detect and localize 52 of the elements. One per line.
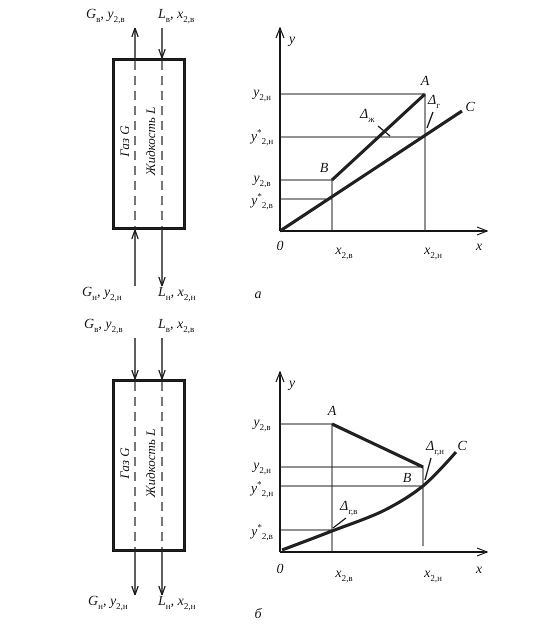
axis-label: B	[320, 162, 328, 176]
column-box	[112, 379, 186, 552]
leader-line	[424, 458, 432, 480]
stream-label: L$_{в}$, x$_{2,в}$	[156, 8, 196, 24]
delta-label: Δ$_{г,в}$	[338, 500, 358, 516]
flow-arrow	[158, 28, 166, 59]
axis-label: x$_{2,в}$	[335, 244, 353, 260]
axis-label: 0	[276, 563, 284, 577]
axis-label: y$_{2,н}$	[253, 86, 271, 102]
leader-line	[426, 112, 434, 128]
delta-label: Δ$_{г,н}$	[424, 440, 445, 456]
leader-line	[332, 517, 346, 529]
column-text: Газ G	[117, 446, 133, 478]
stream-label: L$_{н}$, x$_{2,н}$	[156, 595, 196, 611]
axis-label: а	[254, 288, 262, 302]
axis-label: б	[254, 608, 262, 622]
axis-label: x	[476, 240, 482, 254]
column-box	[112, 58, 186, 230]
axis-label: C	[457, 440, 467, 454]
flow-arrow	[158, 230, 166, 287]
axis-label: 0	[276, 240, 284, 254]
axis-label: A	[328, 405, 336, 419]
flow-arrow	[131, 552, 139, 596]
stream-label: L$_{н}$, x$_{2,н}$	[156, 286, 196, 302]
stream-label: G$_{н}$, y$_{2,н}$	[87, 595, 129, 611]
column-text: Газ G	[117, 125, 133, 157]
axis-label: x$_{2,в}$	[335, 567, 353, 583]
axis-label: x$_{2,н}$	[424, 244, 442, 260]
stream-label: G$_{н}$, y$_{2,н}$	[81, 286, 123, 302]
flow-arrow	[131, 338, 139, 380]
axis-label: A	[420, 75, 430, 89]
stream-label: G$_{в}$, y$_{2,в}$	[83, 318, 124, 334]
axis-label: B	[402, 472, 412, 486]
delta-label: Δ$_{ж}$	[358, 108, 376, 124]
axis-label: x$_{2,н}$	[424, 567, 442, 583]
stream-label: L$_{в}$, x$_{2,в}$	[156, 318, 196, 334]
axis-label: y$_{2,в}$	[253, 172, 271, 188]
column-text: Жидкость L	[143, 106, 159, 176]
flow-arrow	[131, 229, 139, 286]
axis-label: x	[476, 563, 482, 577]
axis-label: C	[465, 101, 475, 115]
flow-arrow	[158, 552, 166, 596]
axis-label: y$_{2,в}$	[253, 416, 271, 432]
stream-label: G$_{в}$, y$_{2,в}$	[85, 8, 126, 24]
leader-line	[378, 125, 390, 137]
delta-label: Δ$_{г}$	[426, 94, 441, 110]
axis-label: y	[288, 377, 296, 391]
axis-label: y$_{2,н}$	[253, 459, 271, 475]
flow-arrow	[158, 338, 166, 380]
flow-arrow	[131, 27, 139, 58]
axis-label: y	[288, 33, 296, 47]
column-text: Жидкость L	[143, 428, 159, 497]
